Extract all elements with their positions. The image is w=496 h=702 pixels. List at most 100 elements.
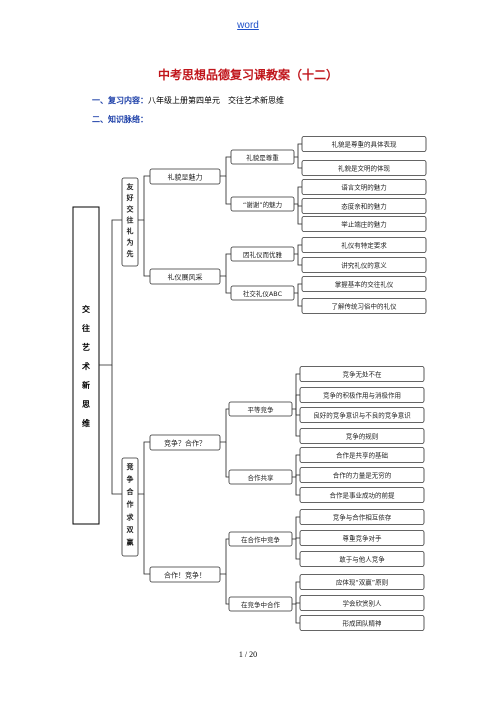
leaf-box [299,595,425,611]
branch-char: 友 [126,182,134,191]
leaf-box [301,257,427,273]
leaf-box [301,136,427,152]
leaf-label: 举止端庄的魅力 [341,220,387,229]
section2-label: 二、知识脉络： [92,115,148,124]
leaf-label: 礼貌是尊重的具体表现 [332,140,398,149]
leaf-label: 学会欣赏别人 [343,599,383,608]
branch-box [121,457,139,557]
topic-label: 礼仪展风采 [168,273,203,282]
leaf-box [301,216,427,232]
leaf-box [299,574,425,590]
branch-char: 赢 [127,537,134,546]
leaf-box [299,447,425,463]
branch-char: 交 [127,204,135,213]
branch-char: 往 [127,215,134,224]
leaf-box [299,487,425,503]
leaf-box [299,509,425,525]
root-box [72,206,100,525]
leaf-label: 礼貌是文明的体现 [338,164,391,173]
branch-char: 双 [127,526,134,534]
branch-char: 作 [127,500,134,509]
leaf-label: 竞争与合作相互依存 [333,513,392,522]
root-char: 交 [82,304,90,314]
branch-char: 求 [127,512,135,521]
subtopic-label: 合作共享 [248,473,275,482]
root-char: 艺 [82,342,90,352]
leaf-label: 态度亲和的魅力 [341,202,387,211]
leaf-label: 良好的竞争意识与不良的竞争意识 [313,411,411,420]
subtopic-box [228,531,293,547]
subtopic-box [230,246,295,262]
leaf-label: 竞争无处不在 [343,370,383,379]
subtopic-label: 平等竞争 [248,405,275,414]
branch-char: 先 [127,249,134,258]
leaf-label: 形成团队精神 [343,619,382,628]
subtopic-box [228,596,293,612]
branch-char: 争 [127,475,134,484]
leaf-label: 竞争的积极作用与消极作用 [323,391,401,400]
root-char: 新 [82,380,90,390]
subtopic-box [228,401,293,417]
subtopic-label: 因礼仪而优雅 [243,250,283,259]
subtopic-box [230,149,295,165]
leaf-box [299,387,425,403]
leaf-box [299,366,425,382]
subtopic-box [230,285,295,301]
leaf-label: 敢于与他人竞争 [339,555,385,564]
leaf-label: 合作是事业成功的前提 [330,491,396,500]
page-number: 1 / 20 [238,650,258,659]
topic-box [149,168,221,185]
leaf-label: 合作的力量是无穷的 [333,471,392,480]
leaf-label: 应体现“双赢”原则 [336,578,388,587]
branch-box [121,177,139,267]
leaf-box [299,407,425,423]
leaf-box [301,179,427,195]
page-title: 中考思想品德复习课教案（十二） [157,68,338,82]
subtopic-label: 社交礼仪ABC [243,289,283,298]
leaf-box [301,276,427,292]
leaf-box [301,298,427,314]
leaf-label: 了解传统习俗中的礼仪 [332,302,398,311]
leaf-label: 竞争的规则 [346,432,379,441]
branch-char: 礼 [127,227,134,236]
root-char: 术 [81,361,90,371]
subtopic-box [228,469,293,485]
leaf-label: 掌握基本的交往礼仪 [335,280,394,289]
root-char: 思 [82,400,90,409]
leaf-box [301,237,427,253]
root-label: 交往艺术新思维 [81,304,90,428]
topic-label: 礼貌显魅力 [168,173,203,182]
subtopic-box [230,196,295,212]
leaf-box [301,198,427,214]
subtopic-label: 礼貌是尊重 [246,153,279,162]
leaf-box [299,467,425,483]
leaf-label: 尊重竞争对手 [343,534,383,543]
topic-box [149,268,221,285]
root-char: 维 [82,418,90,428]
topic-label: 竞争？合作？ [164,439,206,448]
section1-text: 八年级上册第四单元 交往艺术新思维 [148,96,284,105]
leaf-box [299,428,425,444]
subtopic-label: 在竞争中合作 [241,600,281,609]
header-word-link[interactable]: word [237,20,259,31]
leaf-label: 合作是共享的基础 [336,451,389,460]
leaf-label: 讲究礼仪的意义 [341,261,387,270]
section-knowledge-map: 二、知识脉络： [92,114,148,125]
branch-char: 为 [127,238,134,247]
connector-lines [99,143,302,624]
leaf-box [299,530,425,546]
leaf-label: 礼仪有特定要求 [341,241,387,250]
topic-label: 合作！竞争！ [164,571,206,580]
leaf-box [301,160,427,176]
leaf-label: 语言文明的魅力 [341,183,387,192]
section-review-content: 一、复习内容：八年级上册第四单元 交往艺术新思维 [92,95,284,106]
topic-box [149,434,221,451]
branch-char: 好 [126,193,134,202]
leaf-box [299,615,425,631]
leaf-box [299,551,425,567]
branch-char: 合 [126,487,135,496]
subtopic-label: “谢谢”的魅力 [243,200,282,209]
root-char: 往 [82,323,90,333]
